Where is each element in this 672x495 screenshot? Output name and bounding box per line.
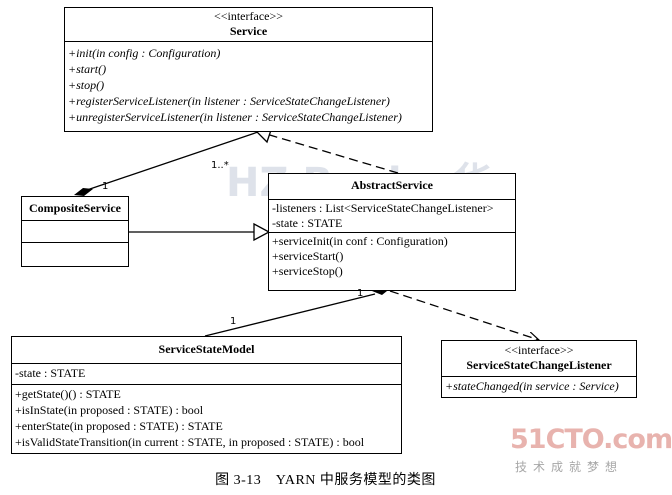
methods-section xyxy=(22,242,128,265)
method: +getState()() : STATE xyxy=(15,387,121,401)
multiplicity-composite-many: 1..* xyxy=(211,160,229,171)
attributes-section xyxy=(22,220,128,242)
class-header: <<interface>> ServiceStateChangeListener xyxy=(442,341,636,376)
class-header: CompositeService xyxy=(22,197,128,220)
attribute: -state : STATE xyxy=(15,366,86,380)
methods-section: +getState()() : STATE +isInState(in prop… xyxy=(12,384,401,451)
stereotype-label: <<interface>> xyxy=(213,9,284,23)
abstract-realization-line xyxy=(262,132,399,174)
multiplicity-abstract-one: 1 xyxy=(357,288,364,299)
figure-caption: 图 3-13 YARN 中服务模型的类图 xyxy=(215,473,436,488)
method: +serviceStart() xyxy=(272,249,344,263)
class-name: CompositeService xyxy=(29,201,121,215)
method: +unregisterServiceListener(in listener :… xyxy=(68,110,402,124)
class-header: AbstractService xyxy=(269,174,515,199)
generalization-triangle xyxy=(253,222,271,242)
methods-section: +stateChanged(in service : Service) xyxy=(442,376,636,395)
attribute: -listeners : List<ServiceStateChangeList… xyxy=(272,201,494,215)
watermark-slogan: 技术成就梦想 xyxy=(515,460,624,474)
stereotype-label: <<interface>> xyxy=(504,343,574,357)
class-abstract-service: AbstractService -listeners : List<Servic… xyxy=(268,173,516,291)
class-service-state-change-listener: <<interface>> ServiceStateChangeListener… xyxy=(441,340,637,398)
composite-aggregation-line xyxy=(83,130,262,192)
attributes-section: -state : STATE xyxy=(12,363,401,384)
method: +stop() xyxy=(68,78,105,92)
class-name: Service xyxy=(229,24,268,38)
attributes-section: -listeners : List<ServiceStateChangeList… xyxy=(269,199,515,232)
class-header: ServiceStateModel xyxy=(12,337,401,363)
method: +init(in config : Configuration) xyxy=(68,46,221,60)
method: +serviceStop() xyxy=(272,264,343,278)
method: +start() xyxy=(68,62,107,76)
multiplicity-composite-one: 1 xyxy=(102,181,109,192)
attribute: -state : STATE xyxy=(272,216,343,230)
composite-diamond xyxy=(74,188,93,196)
class-service-state-model: ServiceStateModel -state : STATE +getSta… xyxy=(11,336,402,454)
method: +isInState(in proposed : STATE) : bool xyxy=(15,403,204,417)
class-service: <<interface>> Service +init(in config : … xyxy=(64,7,433,132)
method: +stateChanged(in service : Service) xyxy=(445,379,619,393)
methods-section: +init(in config : Configuration) +start(… xyxy=(65,41,432,126)
watermark-logo: 51CTO.com xyxy=(510,424,672,455)
class-composite-service: CompositeService xyxy=(21,196,129,267)
class-name: AbstractService xyxy=(351,178,433,192)
method: +isValidStateTransition(in current : STA… xyxy=(15,435,365,449)
method: +serviceInit(in conf : Configuration) xyxy=(272,234,448,248)
method: +registerServiceListener(in listener : S… xyxy=(68,94,390,108)
model-composition-line xyxy=(204,293,376,337)
method: +enterState(in proposed : STATE) : STATE xyxy=(15,419,223,433)
class-name: ServiceStateChangeListener xyxy=(466,358,612,372)
multiplicity-model-one: 1 xyxy=(230,316,237,327)
methods-section: +serviceInit(in conf : Configuration) +s… xyxy=(269,232,515,280)
class-name: ServiceStateModel xyxy=(158,342,255,356)
listener-dependency-line xyxy=(389,290,539,340)
class-header: <<interface>> Service xyxy=(65,8,432,41)
